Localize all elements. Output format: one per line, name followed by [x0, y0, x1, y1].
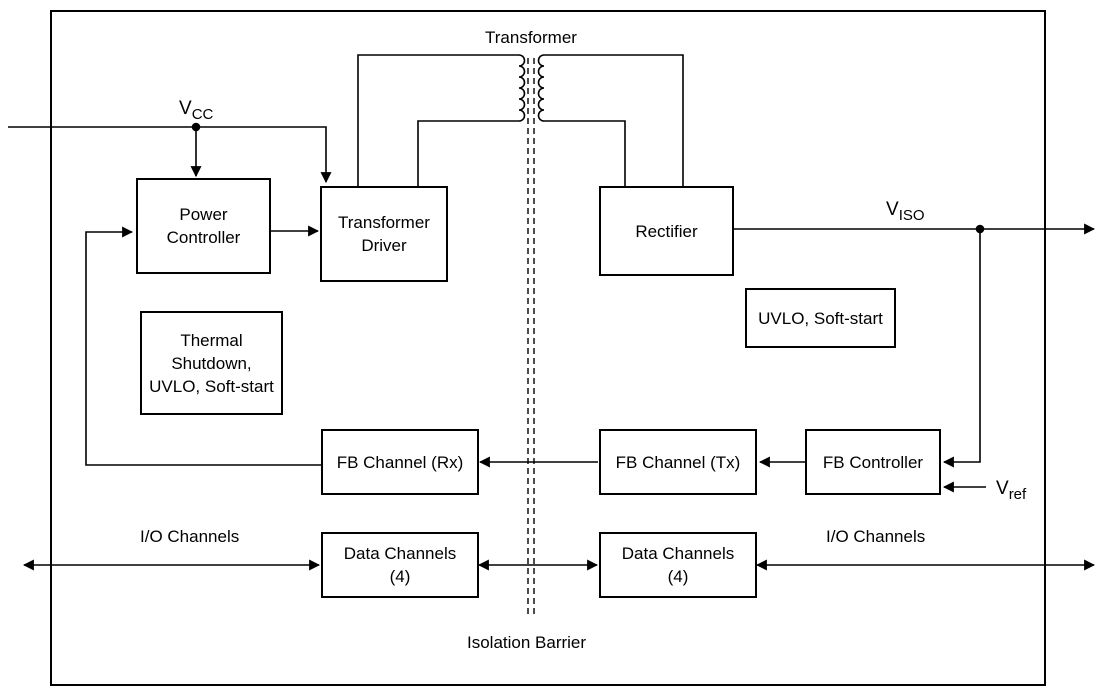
- secondary-rectifier-wire-outer: [548, 54, 684, 186]
- fb-rx-to-power-controller-wire: [85, 226, 321, 466]
- transformer-driver-block: Transformer Driver: [320, 186, 448, 282]
- fb-controller-block: FB Controller: [805, 429, 941, 495]
- viso-to-fb-controller-wire: [942, 229, 981, 468]
- vcc-label: VCC: [179, 98, 214, 123]
- chip-outline: [50, 10, 1046, 686]
- vref-label: Vref: [996, 478, 1027, 503]
- driver-primary-wire-inner: [417, 120, 515, 186]
- data-channels-left-block: Data Channels (4): [321, 532, 479, 598]
- uvlo-softstart-block: UVLO, Soft-start: [745, 288, 896, 348]
- isolation-barrier-lines: [527, 58, 535, 618]
- viso-label: VISO: [886, 199, 925, 224]
- primary-winding: [515, 54, 526, 122]
- driver-primary-wire-outer: [357, 54, 515, 186]
- secondary-winding: [537, 54, 548, 122]
- isolation-barrier-label: Isolation Barrier: [467, 633, 587, 652]
- power-controller-block: Power Controller: [136, 178, 271, 274]
- io-channels-left-label: I/O Channels: [140, 527, 240, 546]
- transformer-label: Transformer: [485, 28, 577, 47]
- vcc-input-wire: [8, 126, 332, 184]
- fb-channel-tx-block: FB Channel (Tx): [599, 429, 757, 495]
- thermal-shutdown-block: Thermal Shutdown, UVLO, Soft-start: [140, 311, 283, 415]
- secondary-rectifier-wire-inner: [548, 120, 626, 186]
- rectifier-block: Rectifier: [599, 186, 734, 276]
- data-channels-right-block: Data Channels (4): [599, 532, 757, 598]
- fb-channel-rx-block: FB Channel (Rx): [321, 429, 479, 495]
- io-channels-right-label: I/O Channels: [826, 527, 926, 546]
